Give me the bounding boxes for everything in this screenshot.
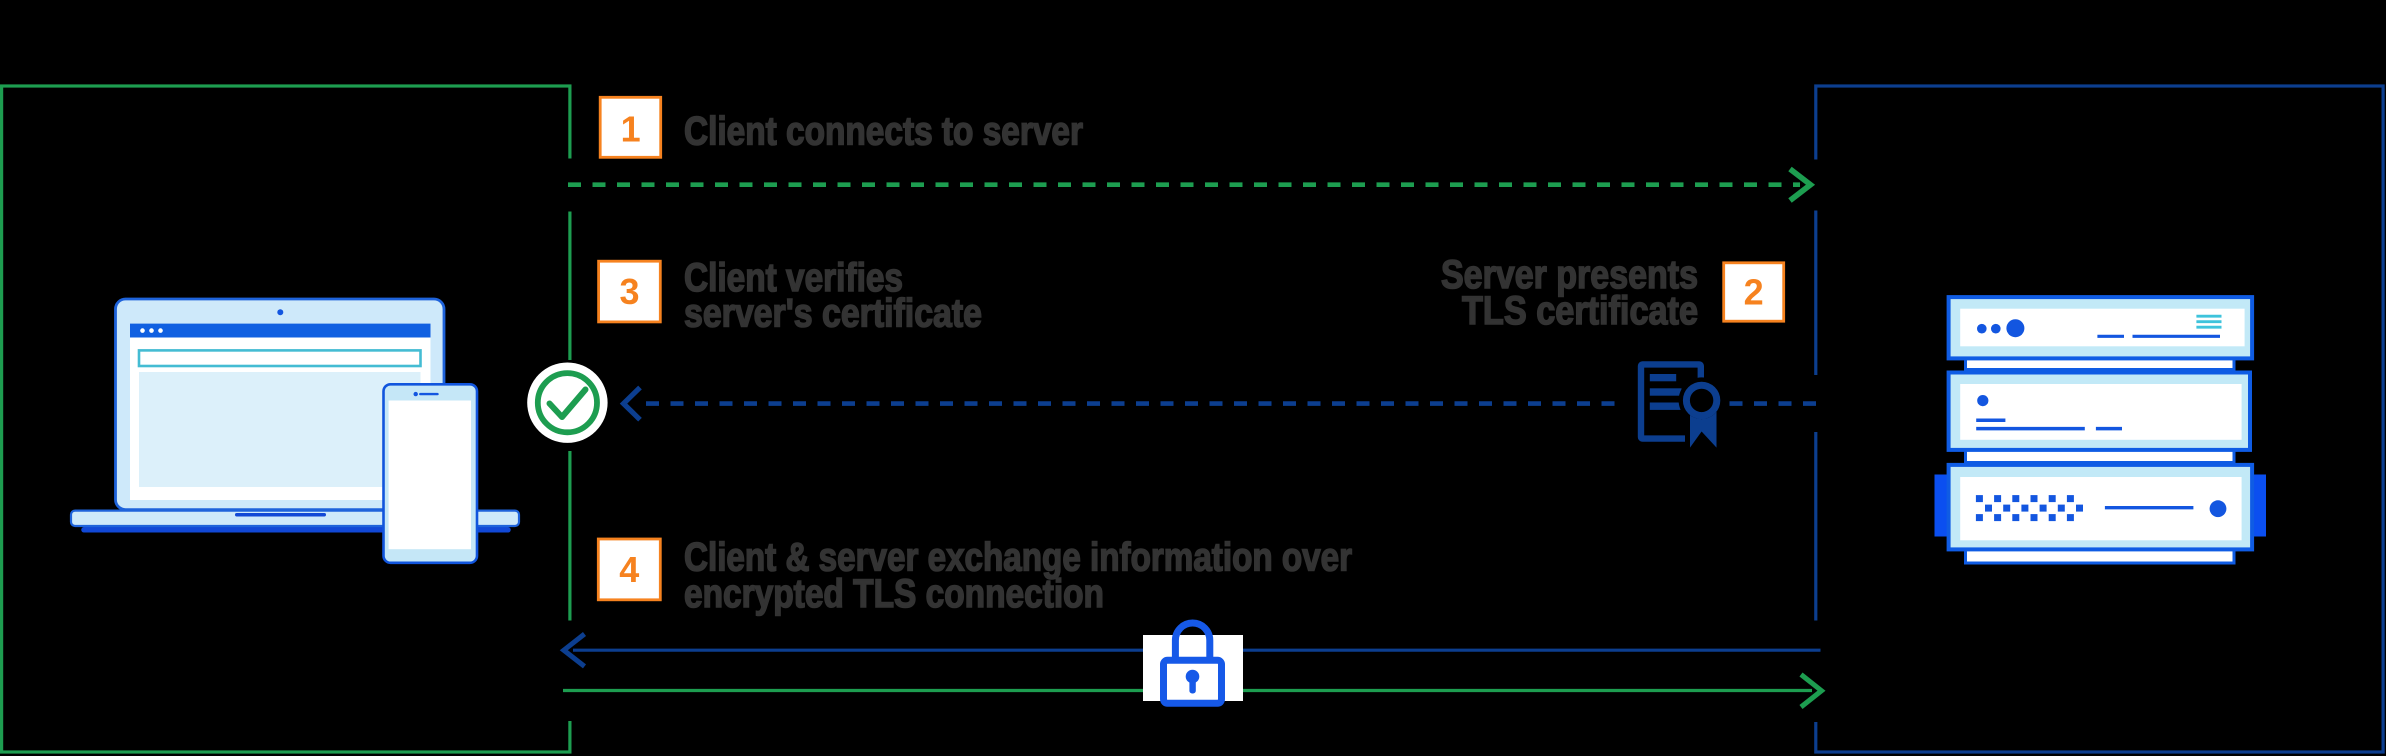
- svg-text:3: 3: [619, 271, 639, 312]
- svg-text:server's certificate: server's certificate: [684, 292, 982, 336]
- svg-text:Client & server exchange infor: Client & server exchange information ove…: [684, 536, 1352, 580]
- svg-text:Client connects to server: Client connects to server: [684, 110, 1083, 154]
- svg-text:Client verifies: Client verifies: [684, 256, 903, 300]
- svg-text:1: 1: [621, 109, 641, 150]
- svg-text:TLS certificate: TLS certificate: [1462, 289, 1698, 333]
- svg-text:Server presents: Server presents: [1441, 253, 1698, 297]
- svg-text:2: 2: [1744, 272, 1764, 313]
- svg-text:4: 4: [619, 549, 639, 590]
- svg-text:encrypted TLS connection: encrypted TLS connection: [684, 572, 1104, 616]
